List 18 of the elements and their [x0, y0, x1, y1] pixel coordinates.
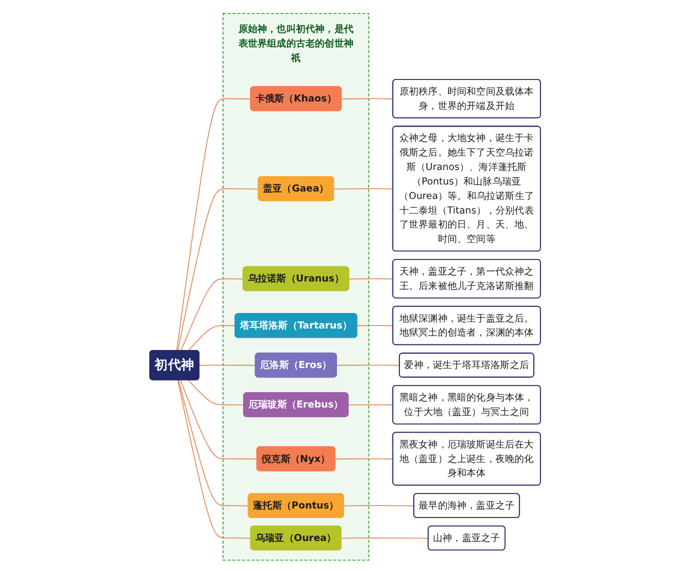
connector [340, 98, 394, 100]
connector [348, 278, 394, 280]
connector [333, 188, 394, 190]
connector [180, 278, 244, 352]
connector [334, 458, 394, 460]
connector [348, 404, 394, 406]
connector [178, 380, 249, 506]
connector [177, 188, 259, 352]
connector [340, 538, 429, 539]
connector [198, 364, 256, 366]
connector [336, 364, 400, 366]
connector [188, 380, 244, 406]
connector [188, 325, 236, 352]
connector [176, 98, 252, 352]
connector [343, 505, 414, 506]
connector [356, 325, 394, 326]
connector [177, 380, 252, 539]
connector [180, 380, 258, 460]
